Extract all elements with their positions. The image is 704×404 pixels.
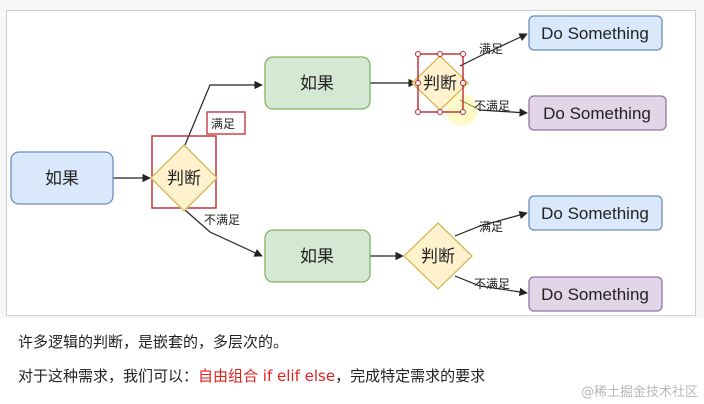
decision-2-no-label: 不满足 — [474, 99, 510, 113]
edges — [113, 33, 528, 297]
caption-line-2-suffix: ，完成特定需求的要求 — [335, 367, 486, 385]
decision-1-yes-label: 满足 — [211, 117, 235, 131]
decision-1: 判断 — [150, 135, 218, 212]
selection-outline-yes-label — [206, 111, 246, 135]
edge-decision3-yes — [454, 210, 528, 237]
caption-line-1-text: 许多逻辑的判断，是嵌套的，多层次的。 — [18, 333, 289, 351]
edge-decision1-yes — [184, 80, 263, 146]
action-box-4: Do Something — [528, 276, 663, 312]
decision-1-no-label: 不满足 — [204, 213, 240, 227]
decision-3: 判断 — [403, 222, 473, 290]
action-box-2-label: Do Something — [543, 104, 651, 123]
if-box-lower-label: 如果 — [300, 247, 334, 267]
decision-3-no-label: 不满足 — [474, 277, 510, 291]
caption-line-1: 许多逻辑的判断，是嵌套的，多层次的。 — [18, 332, 698, 352]
decision-3-label: 判断 — [421, 247, 455, 267]
caption-line-2-prefix: 对于这种需求，我们可以： — [18, 367, 199, 385]
edge-decision1-no — [184, 209, 263, 257]
decision-2-yes-label: 满足 — [479, 42, 503, 56]
action-box-2: Do Something — [528, 95, 667, 131]
caption-line-2: 对于这种需求，我们可以：自由组合 if elif else，完成特定需求的要求 — [18, 366, 698, 386]
decision-3-yes-label: 满足 — [479, 220, 503, 234]
action-box-3: Do Something — [528, 195, 663, 231]
action-box-1: Do Something — [528, 15, 663, 51]
edge-decision2-yes — [459, 33, 528, 67]
if-box-root: 如果 — [10, 151, 114, 205]
diagram-panel: 如果 判断 满足 不满足 如果 如果 — [6, 10, 696, 316]
decision-2[interactable]: 判断 — [411, 51, 478, 127]
action-box-4-label: Do Something — [541, 285, 649, 304]
caption: 许多逻辑的判断，是嵌套的，多层次的。 对于这种需求，我们可以：自由组合 if e… — [18, 332, 698, 400]
action-box-3-label: Do Something — [541, 204, 649, 223]
action-box-1-label: Do Something — [541, 24, 649, 43]
decision-2-label: 判断 — [423, 74, 457, 94]
if-box-upper-label: 如果 — [300, 74, 334, 94]
nested-if-flowchart: 如果 判断 满足 不满足 如果 如果 — [10, 15, 667, 312]
caption-highlight: 自由组合 if elif else — [198, 367, 336, 385]
if-box-lower: 如果 — [264, 229, 371, 283]
edge-decision3-no — [454, 275, 528, 297]
if-box-upper: 如果 — [264, 56, 371, 110]
watermark: @稀土掘金技术社区 — [580, 385, 698, 400]
decision-1-label: 判断 — [167, 169, 201, 189]
if-box-root-label: 如果 — [45, 169, 79, 189]
resize-handles[interactable] — [415, 51, 466, 115]
